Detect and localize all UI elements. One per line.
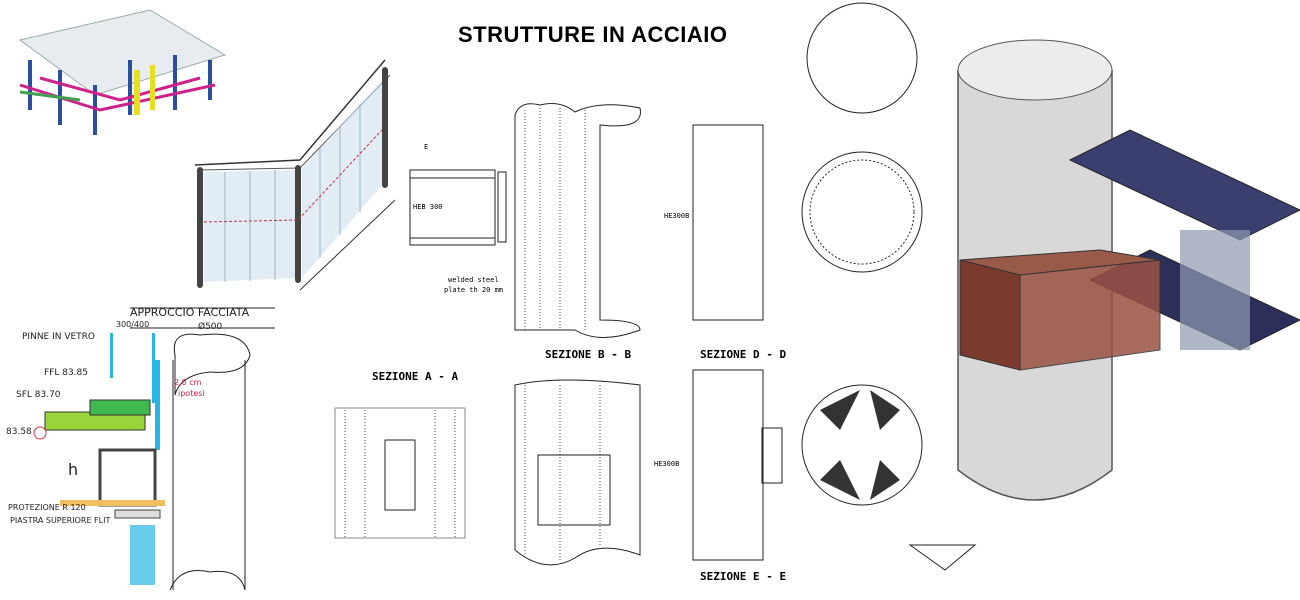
- beam-label-d: HE300B: [664, 212, 690, 220]
- label-spacing: 300/400: [116, 320, 150, 329]
- label-level: 83.58: [6, 427, 32, 437]
- section-b-label: SEZIONE B - B: [545, 348, 632, 361]
- page-title: STRUTTURE IN ACCIAIO: [458, 22, 728, 47]
- beam-label-e: HE300B: [654, 460, 680, 468]
- section-d-label: SEZIONE D - D: [700, 348, 787, 361]
- bim-frame-model: [18, 9, 227, 135]
- plate-note-2: plate th 20 mm: [444, 286, 504, 294]
- label-fins: PINNE IN VETRO: [22, 332, 96, 342]
- label-gap-note: ipotesi: [178, 389, 205, 398]
- label-plate: PIASTRA SUPERIORE FLIT: [10, 516, 111, 525]
- facade-sketch-title: APPROCCIO FACCIATA: [130, 306, 250, 319]
- section-marker-e: E: [424, 143, 429, 151]
- plate-note-1: welded steel: [448, 276, 499, 284]
- facade-perspective-sketch: [194, 59, 396, 291]
- label-ffl: FFL 83.85: [44, 368, 88, 378]
- section-e-label: SEZIONE E - E: [700, 570, 787, 583]
- label-gap: 2.0 cm: [174, 378, 202, 387]
- beam-label-b: HEB 300: [413, 203, 443, 211]
- label-diameter: Ø500: [198, 322, 223, 332]
- label-protection: PROTEZIONE R 120: [8, 503, 86, 512]
- label-height: h: [68, 460, 79, 479]
- section-a-label: SEZIONE A - A: [372, 370, 459, 383]
- facade-section-sketch: [33, 307, 275, 591]
- label-sfl: SFL 83.70: [16, 390, 61, 400]
